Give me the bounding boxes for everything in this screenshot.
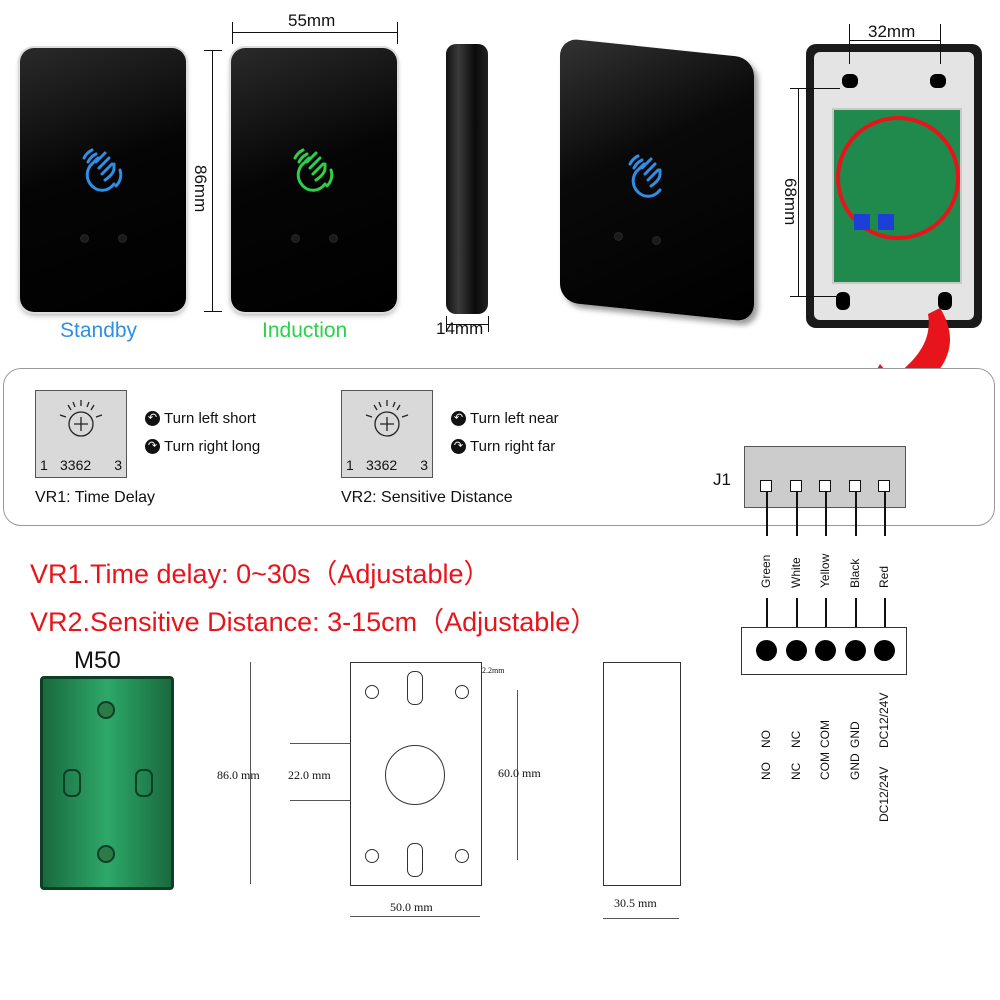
terminal-label: DC12/24V [877, 766, 891, 822]
pot-dial-icon [365, 400, 409, 437]
dim-height-label: 86mm [191, 165, 210, 213]
vr1-note-right: ↷Turn right long [145, 438, 260, 455]
pcb-highlight-circle [836, 116, 960, 240]
vr2-note-left: ↶Turn left near [451, 410, 559, 427]
terminal-label: DC12/24V [877, 692, 891, 748]
terminal-label: NO [759, 762, 773, 780]
drawing-hole: 22.0 mm [288, 768, 331, 782]
vr1-note-left: ↶Turn left short [145, 410, 256, 427]
status-induction-label: Induction [262, 319, 348, 342]
rotate-left-icon: ↶ [451, 411, 466, 426]
terminal-screw [874, 640, 895, 661]
drawing-small: 2.2mm [482, 666, 505, 675]
hand-wave-icon [82, 148, 123, 192]
device-standby [20, 48, 186, 312]
hand-wave-icon [293, 148, 334, 192]
connector-pin [849, 480, 861, 492]
box-model-label: M50 [74, 647, 121, 674]
terminal-label: NO [759, 730, 773, 748]
dim-hole-spacing-label: 32mm [868, 22, 916, 41]
indicator-dot [291, 234, 300, 243]
drawing-width: 50.0 mm [390, 900, 433, 914]
drawing-height: 86.0 mm [217, 768, 260, 782]
terminal-label: COM [818, 752, 832, 780]
dim-hole-height-label: 68mm [781, 178, 800, 226]
connector-pin [878, 480, 890, 492]
indicator-dot [80, 234, 89, 243]
drawing-front [350, 662, 482, 886]
vr2-note-right: ↷Turn right far [451, 438, 555, 455]
hand-wave-icon [628, 154, 662, 198]
terminal-screw [786, 640, 807, 661]
wire-label: Red [877, 565, 891, 588]
terminal-label: GND [848, 753, 862, 780]
vr1-label: VR1: Time Delay [35, 489, 156, 506]
drawing-depth: 30.5 mm [614, 896, 657, 910]
status-standby-label: Standby [60, 319, 138, 342]
device-side-view [446, 44, 488, 314]
terminal-label: NC [789, 762, 803, 780]
wire-label: White [789, 557, 803, 588]
terminal-label: NC [789, 730, 803, 748]
terminal-screw [815, 640, 836, 661]
device-induction [231, 48, 397, 312]
spec-line-2: VR2.Sensitive Distance: 3-15cm（Adjustabl… [30, 607, 598, 637]
pot-vr2: 1 3362 3 [341, 390, 433, 478]
pot-dial-icon [59, 400, 103, 437]
rotate-left-icon: ↶ [145, 411, 160, 426]
vr2-label: VR2: Sensitive Distance [341, 489, 513, 506]
drawing-spacing: 60.0 mm [498, 766, 541, 780]
dim-width-label: 55mm [288, 11, 336, 30]
dim-depth-label: 14mm [436, 319, 484, 338]
wire-label: Black [848, 558, 862, 588]
rotate-right-icon: ↷ [451, 439, 466, 454]
device-angled-view [552, 37, 754, 323]
connector-pin [760, 480, 772, 492]
m50-box [40, 676, 174, 890]
pot-vr1: 1 3362 3 [35, 390, 127, 478]
rotate-right-icon: ↷ [145, 439, 160, 454]
terminal-screw [845, 640, 866, 661]
connector-label: J1 [713, 470, 731, 489]
wire-label: Yellow [818, 553, 832, 588]
device-back-view [806, 44, 982, 328]
drawing-side [603, 662, 681, 886]
wire-label: Green [759, 554, 773, 588]
indicator-dot [329, 234, 338, 243]
terminal-label: GND [848, 721, 862, 748]
indicator-dot [118, 234, 127, 243]
spec-line-1: VR1.Time delay: 0~30s（Adjustable） [30, 559, 491, 589]
terminal-label: COM [818, 720, 832, 748]
connector-pin [790, 480, 802, 492]
connector-pin [819, 480, 831, 492]
terminal-screw [756, 640, 777, 661]
